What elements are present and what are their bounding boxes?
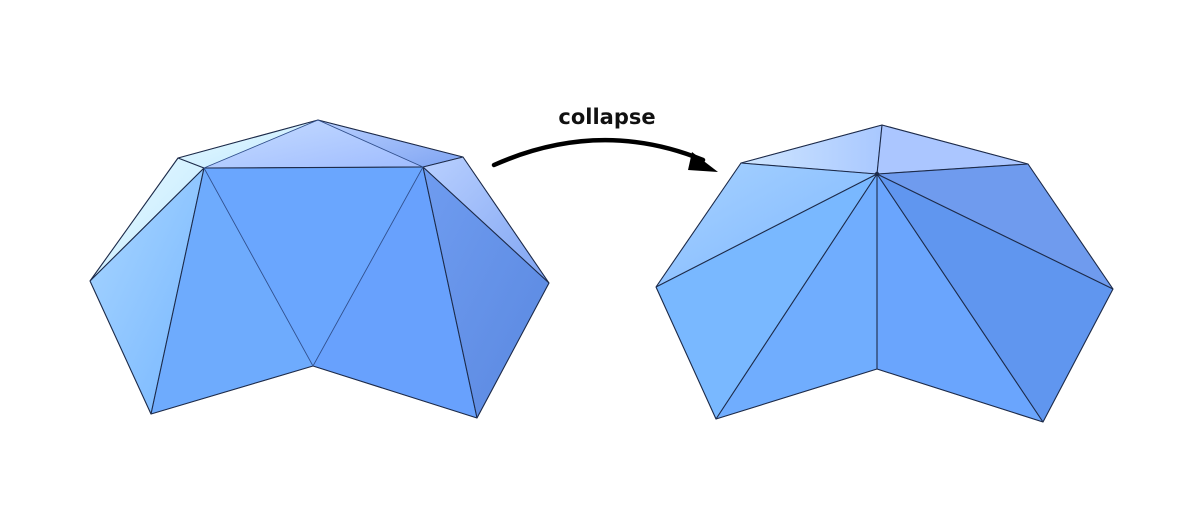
- edge: [177, 157, 205, 169]
- collapse-arrow: [491, 137, 718, 172]
- edge: [740, 162, 878, 175]
- edge: [203, 166, 424, 169]
- arrow-head: [688, 152, 718, 172]
- edge-collapsing: [203, 167, 314, 367]
- edge: [655, 173, 878, 288]
- collapsed-vertex: [874, 171, 880, 177]
- mesh-after: [655, 124, 1114, 423]
- edge-hidden: [203, 119, 319, 169]
- edge: [422, 166, 478, 419]
- edge-hidden: [317, 119, 424, 168]
- edge: [876, 173, 1044, 423]
- edge: [876, 163, 1029, 175]
- edge: [876, 173, 1114, 290]
- edge: [422, 166, 550, 284]
- mesh-before: [89, 119, 550, 419]
- collapse-label: collapse: [558, 105, 655, 129]
- edge: [876, 124, 883, 175]
- edge: [89, 167, 205, 282]
- edge: [422, 156, 464, 168]
- edge: [715, 173, 878, 420]
- edge: [150, 167, 205, 415]
- edge-collapsing: [312, 166, 424, 367]
- arrow-curve: [491, 137, 706, 168]
